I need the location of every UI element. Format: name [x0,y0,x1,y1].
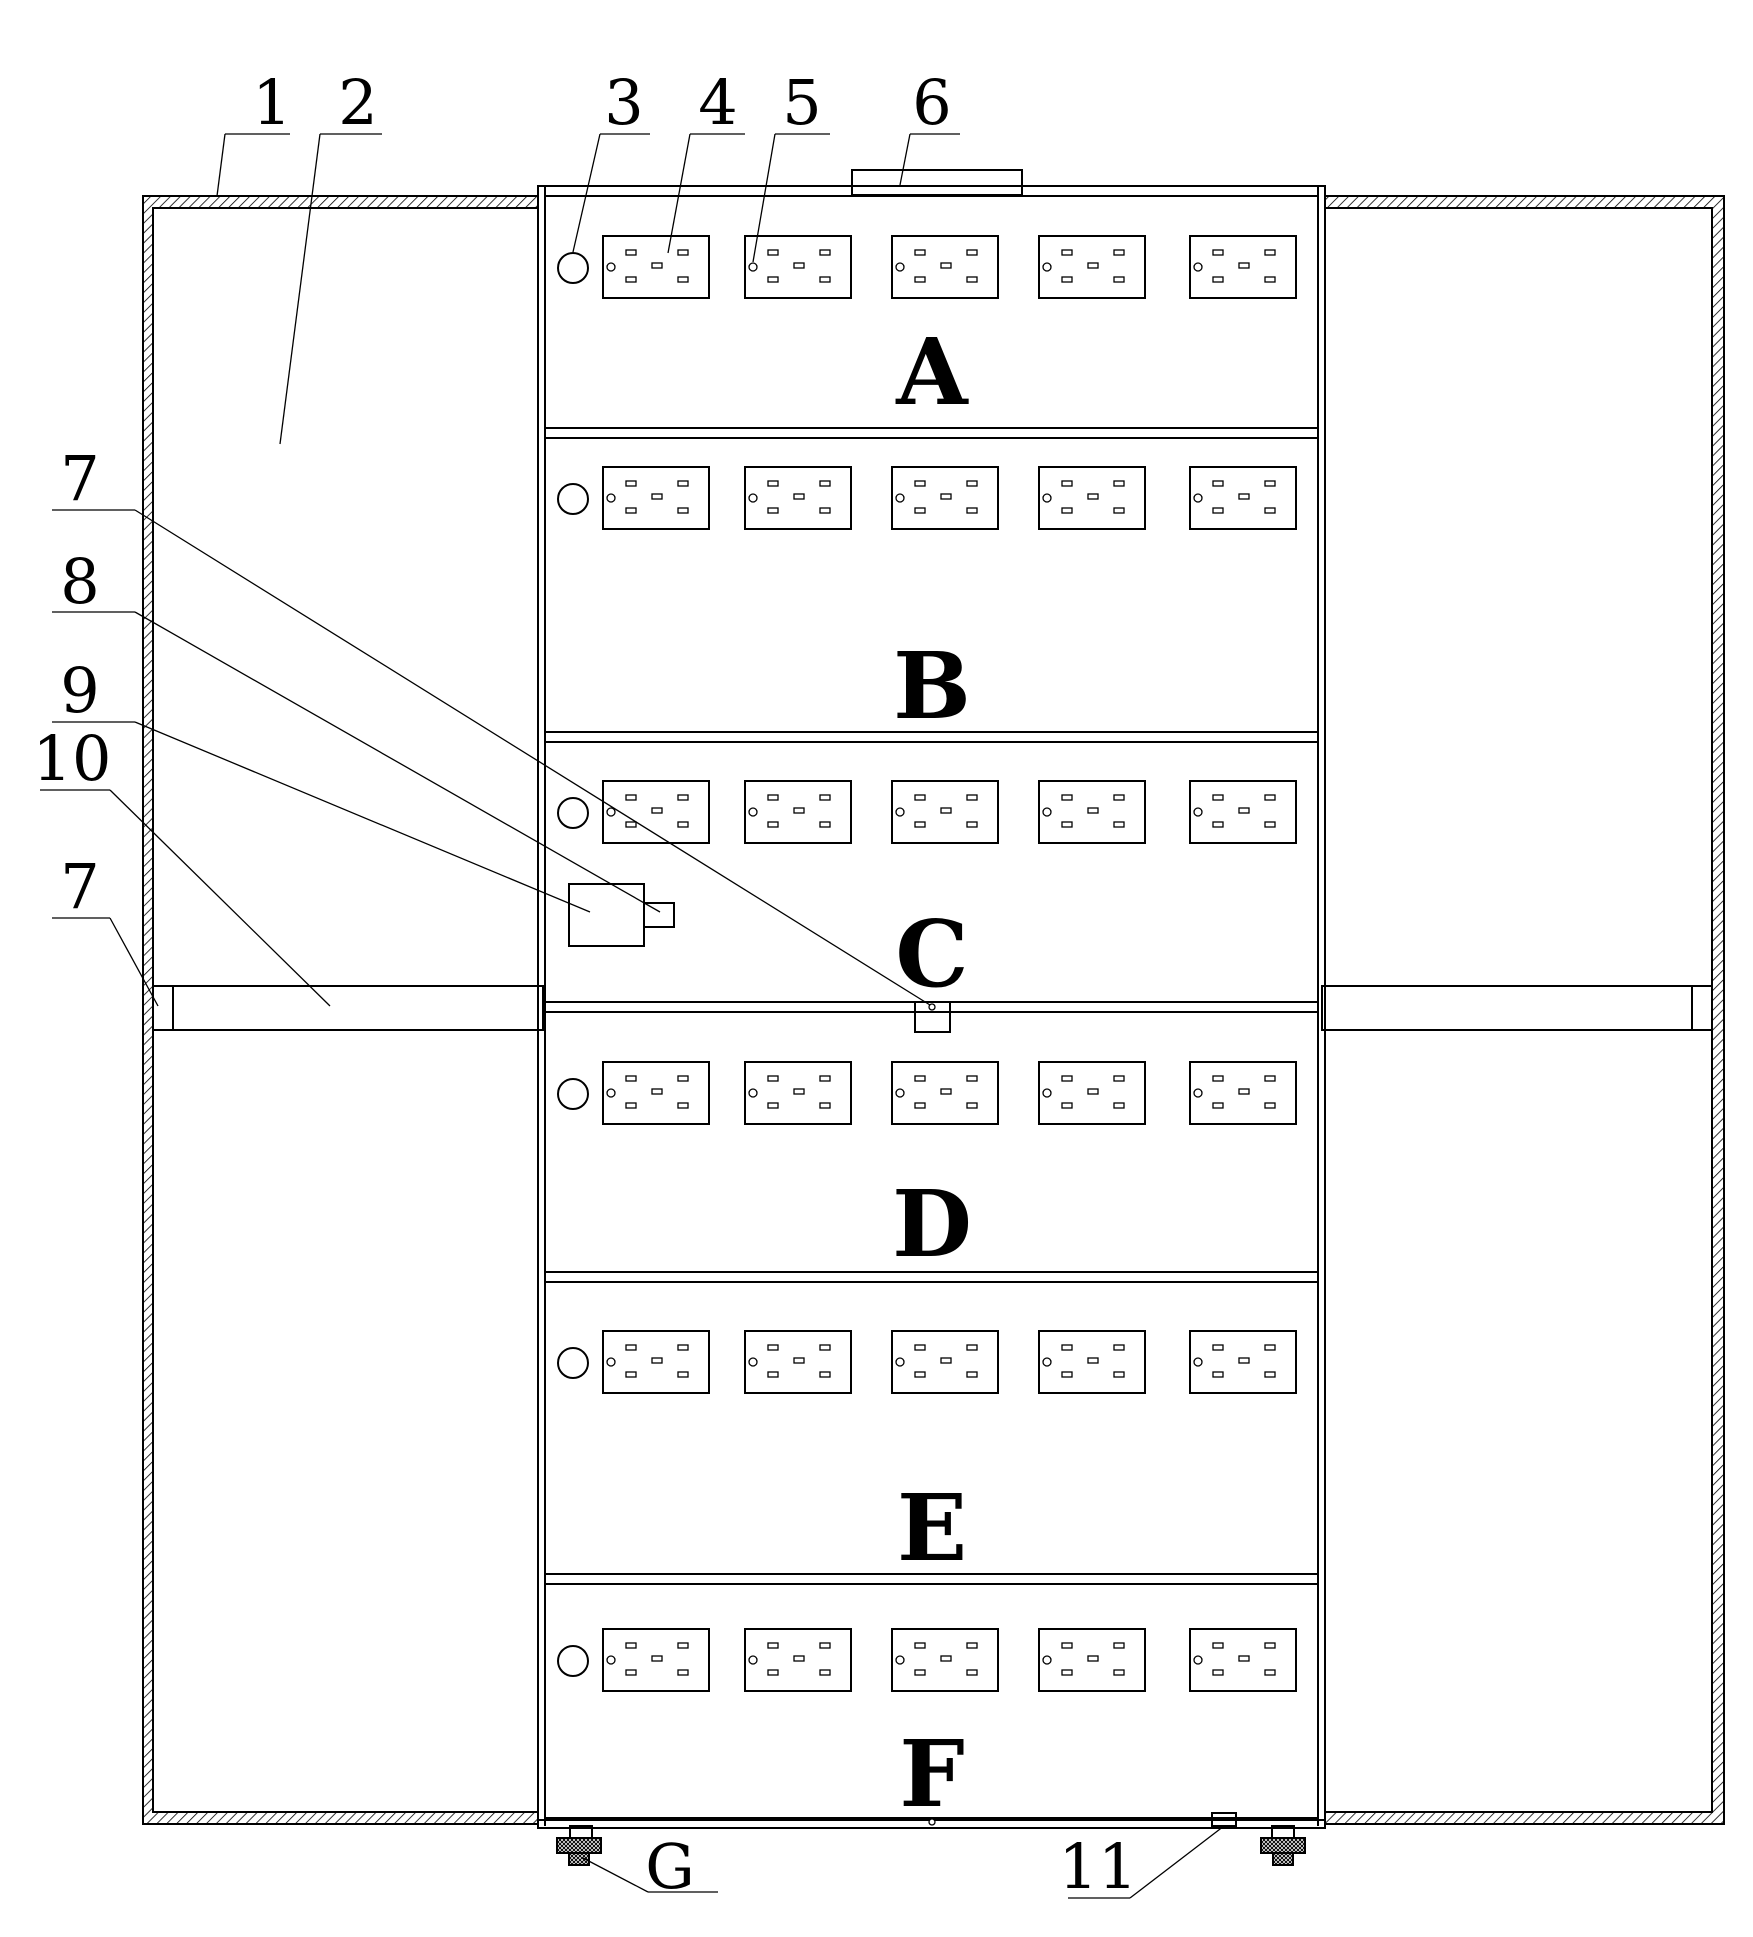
indicator-light [557,252,589,284]
drawer-letter-label: A [895,318,969,426]
power-outlet [1189,1061,1297,1125]
drawer-a[interactable]: A [545,235,1318,438]
callout-5: 5 [782,66,821,139]
power-outlet [891,1628,999,1692]
drawer-latch [914,1001,951,1033]
power-outlet [744,1628,852,1692]
power-outlet [1189,1330,1297,1394]
power-outlet [744,1061,852,1125]
callout-g: G [645,1830,695,1903]
power-outlet [602,1628,710,1692]
power-outlet [1038,1628,1146,1692]
drawer-f[interactable]: F [544,1573,1319,1828]
callout-9: 9 [60,654,99,727]
slide-rail-right [1321,985,1713,1031]
indicator-light [557,1347,589,1379]
power-outlet [891,780,999,844]
slide-rail-left [152,985,544,1031]
callout-labels: 1 2 3 4 5 6 7 8 9 10 7 11 G [33,66,1138,1903]
drawer-letter-label: F [899,1720,964,1828]
callout-4: 4 [698,66,737,139]
drawer-stack: A B C D E F [544,235,1319,1828]
power-outlet [744,466,852,530]
power-outlet [891,235,999,299]
leader-lines [40,133,1225,1899]
power-outlet [1038,1061,1146,1125]
power-outlet [744,1330,852,1394]
power-outlet [602,235,710,299]
drawer-b[interactable]: B [544,427,1319,740]
drawer-letter-label: C [895,900,968,1008]
drawer-letter-label: B [893,632,971,740]
indicator-light [557,483,589,515]
callout-7-upper: 7 [60,442,99,515]
power-outlet [1038,780,1146,844]
indicator-light [557,1078,589,1110]
top-handle [851,169,1023,196]
callout-11: 11 [1059,1830,1138,1903]
power-outlet [891,466,999,530]
power-outlet [1189,235,1297,299]
drawer-e[interactable]: E [544,1271,1319,1582]
power-outlet [744,235,852,299]
power-outlet [602,1330,710,1394]
power-outlet [744,780,852,844]
power-outlet [1189,1628,1297,1692]
drawer-c[interactable]: C [544,731,1319,1010]
power-outlet [1038,1330,1146,1394]
drawer-letter-label: D [892,1170,972,1278]
leveling-foot-right [1260,1825,1306,1866]
power-outlet [891,1061,999,1125]
power-outlet [1189,466,1297,530]
drawer-d[interactable]: D [544,1001,1319,1280]
callout-8: 8 [60,545,99,618]
callout-7-lower: 7 [60,850,99,923]
callout-10: 10 [33,722,112,795]
power-outlet [1038,466,1146,530]
power-outlet [891,1330,999,1394]
drawer-letter-label: E [897,1474,967,1582]
indicator-light [557,797,589,829]
indicator-light [557,1645,589,1677]
callout-2: 2 [338,66,377,139]
lock-mechanism [568,883,675,947]
callout-3: 3 [604,66,643,139]
callout-6: 6 [912,66,951,139]
callout-1: 1 [252,66,291,139]
power-outlet [1038,235,1146,299]
leveling-foot-left [556,1825,602,1866]
power-outlet [602,466,710,530]
power-outlet [602,1061,710,1125]
power-outlet [1189,780,1297,844]
